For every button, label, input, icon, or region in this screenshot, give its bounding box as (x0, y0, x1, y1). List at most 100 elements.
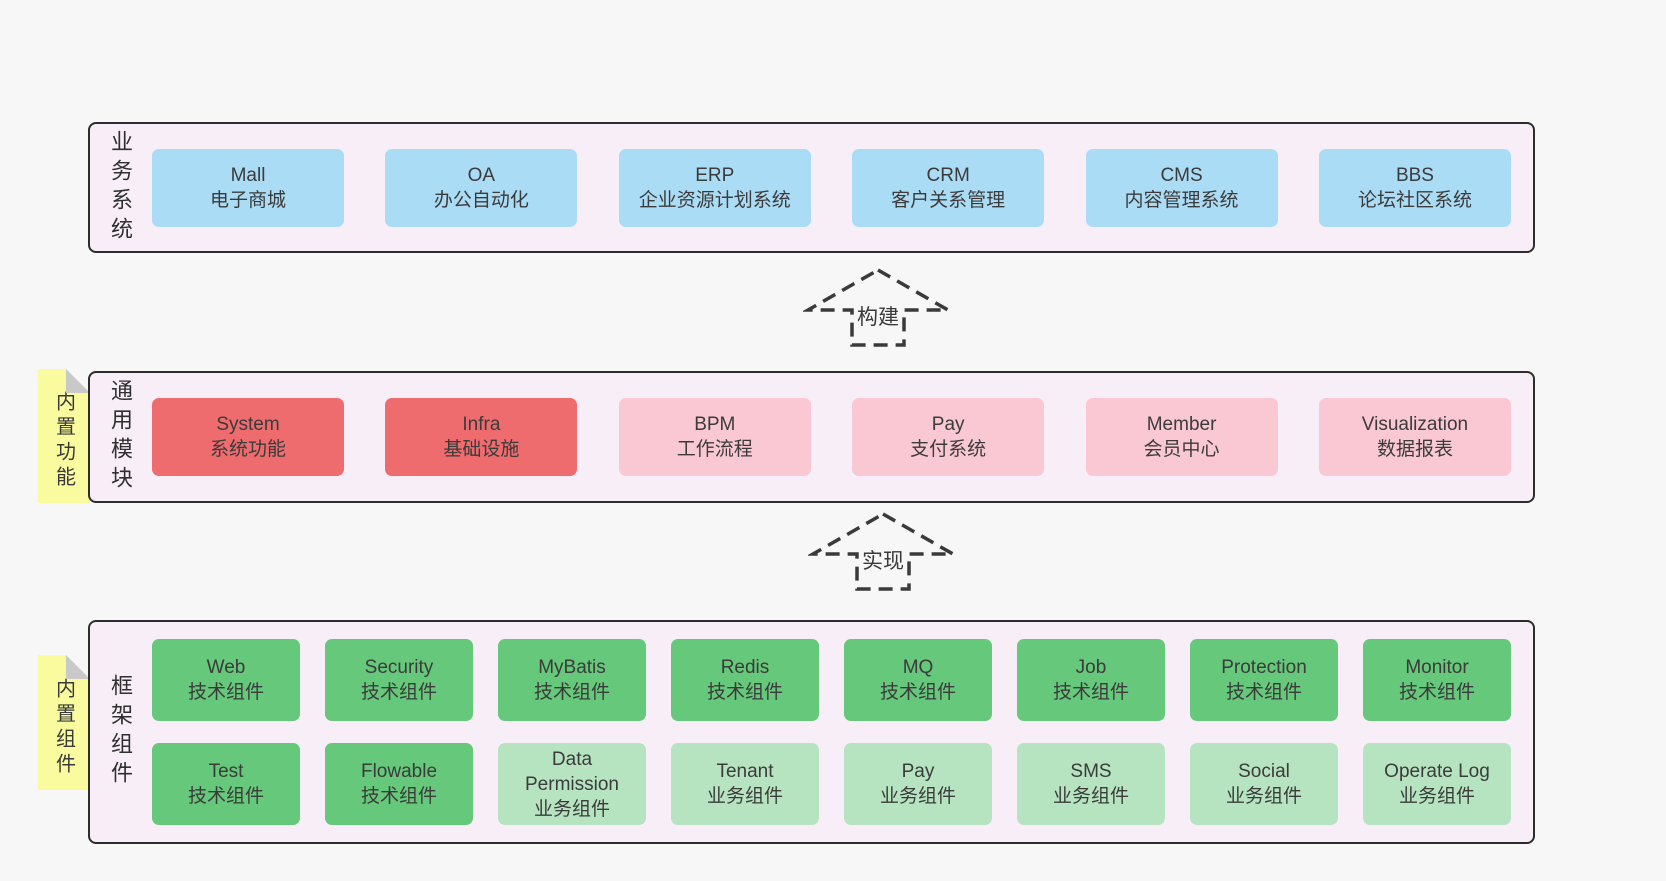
build-arrow: 构建 (803, 268, 953, 347)
box-subtitle: 技术组件 (187, 786, 264, 807)
box-monitor: Monitor 技术组件 (1363, 639, 1511, 721)
box-subtitle: 数据报表 (1376, 439, 1453, 460)
box-title: Web (206, 657, 246, 678)
box-subtitle: 技术组件 (360, 786, 437, 807)
box-sms: SMS 业务组件 (1017, 743, 1165, 825)
box-security: Security 技术组件 (325, 639, 473, 721)
box-subtitle: 技术组件 (187, 682, 264, 703)
box-subtitle: 客户关系管理 (891, 189, 1006, 211)
box-title: Member (1146, 414, 1217, 435)
box-bpm: BPM 工作流程 (618, 398, 811, 476)
box-subtitle: 业务组件 (1225, 786, 1302, 807)
box-subtitle: 技术组件 (706, 682, 783, 703)
framework-components-row-1: Web 技术组件 Security 技术组件 MyBatis 技术组件 Redi… (152, 639, 1511, 721)
box-title: SMS (1070, 761, 1112, 782)
band-label-framework-components: 框架组件 (108, 674, 133, 790)
box-cms: CMS 内容管理系统 (1085, 148, 1278, 227)
framework-components-boxes: Web 技术组件 Security 技术组件 MyBatis 技术组件 Redi… (138, 639, 1533, 825)
box-subtitle: 技术组件 (1052, 682, 1129, 703)
sticky-note-label: 内置组件 (52, 677, 75, 778)
box-crm: CRM 客户关系管理 (852, 148, 1045, 227)
box-subtitle: 技术组件 (360, 682, 437, 703)
box-title: Pay (901, 761, 935, 782)
business-systems-band: 业务系统 Mall 电子商城 OA 办公自动化 ERP 企业资源计划系统 CRM… (88, 122, 1535, 253)
box-oa: OA 办公自动化 (385, 148, 578, 227)
box-bbs: BBS 论坛社区系统 (1318, 148, 1511, 227)
framework-components-row-2: Test 技术组件 Flowable 技术组件 Data Permission … (152, 743, 1511, 825)
box-infra: Infra 基础设施 (385, 398, 578, 476)
box-web: Web 技术组件 (152, 639, 300, 721)
common-modules-boxes: System 系统功能 Infra 基础设施 BPM 工作流程 Pay 支付系统… (138, 398, 1533, 476)
box-redis: Redis 技术组件 (671, 639, 819, 721)
box-title: Redis (720, 657, 770, 678)
box-title: MQ (902, 657, 934, 678)
box-title: CMS (1160, 164, 1203, 186)
implement-arrow: 实现 (808, 512, 958, 591)
arrow-label: 构建 (857, 306, 899, 329)
box-title: System (216, 414, 280, 435)
box-subtitle: 业务组件 (533, 798, 610, 820)
box-member: Member 会员中心 (1085, 398, 1278, 476)
sticky-note-built-in-components: 内置组件 (38, 655, 90, 790)
box-title: Operate Log (1384, 761, 1490, 782)
box-title: Protection (1221, 657, 1307, 678)
box-title: Mall (230, 164, 266, 186)
box-system: System 系统功能 (152, 398, 344, 476)
box-pay-component: Pay 业务组件 (844, 743, 992, 825)
box-subtitle: 业务组件 (879, 786, 956, 807)
box-title: Data Permission (525, 748, 619, 795)
build-arrow-outline (803, 268, 953, 347)
box-mq: MQ 技术组件 (844, 639, 992, 721)
box-title: BBS (1395, 164, 1434, 186)
box-title: ERP (695, 164, 735, 186)
box-subtitle: 企业资源计划系统 (638, 189, 791, 211)
box-title: Monitor (1405, 657, 1469, 678)
box-title: Test (208, 761, 244, 782)
framework-components-band: 框架组件 Web 技术组件 Security 技术组件 MyBatis 技术组件… (88, 620, 1535, 844)
box-title: Infra (462, 414, 501, 435)
box-subtitle: 基础设施 (443, 439, 520, 460)
box-social: Social 业务组件 (1190, 743, 1338, 825)
box-subtitle: 技术组件 (879, 682, 956, 703)
box-subtitle: 论坛社区系统 (1357, 189, 1472, 211)
box-title: Tenant (716, 761, 774, 782)
box-subtitle: 内容管理系统 (1124, 189, 1239, 211)
box-operate-log: Operate Log 业务组件 (1363, 743, 1511, 825)
box-title: Security (364, 657, 434, 678)
arrow-label: 实现 (862, 550, 904, 573)
box-job: Job 技术组件 (1017, 639, 1165, 721)
box-subtitle: 办公自动化 (433, 189, 529, 211)
box-title: Pay (931, 414, 965, 435)
box-mall: Mall 电子商城 (152, 148, 344, 227)
implement-arrow-outline (808, 512, 958, 591)
box-title: CRM (926, 164, 970, 186)
box-protection: Protection 技术组件 (1190, 639, 1338, 721)
box-title: Job (1075, 657, 1107, 678)
box-flowable: Flowable 技术组件 (325, 743, 473, 825)
box-subtitle: 工作流程 (676, 439, 753, 460)
box-subtitle: 系统功能 (209, 439, 286, 460)
box-title: Flowable (360, 761, 438, 782)
box-title: Visualization (1361, 414, 1469, 435)
common-modules-band: 通用模块 System 系统功能 Infra 基础设施 BPM 工作流程 Pay… (88, 371, 1535, 503)
box-erp: ERP 企业资源计划系统 (618, 148, 811, 227)
arrow-label-backdrop (854, 302, 902, 330)
box-title: OA (467, 164, 496, 186)
box-tenant: Tenant 业务组件 (671, 743, 819, 825)
box-subtitle: 业务组件 (1398, 786, 1475, 807)
box-pay-module: Pay 支付系统 (852, 398, 1045, 476)
business-systems-boxes: Mall 电子商城 OA 办公自动化 ERP 企业资源计划系统 CRM 客户关系… (138, 148, 1533, 227)
box-subtitle: 技术组件 (1225, 682, 1302, 703)
band-label-common-modules: 通用模块 (108, 379, 133, 495)
box-test: Test 技术组件 (152, 743, 300, 825)
box-title: MyBatis (538, 657, 606, 678)
box-subtitle: 会员中心 (1143, 439, 1220, 460)
box-mybatis: MyBatis 技术组件 (498, 639, 646, 721)
box-subtitle: 业务组件 (1052, 786, 1129, 807)
arrow-label-backdrop (859, 546, 907, 574)
box-title: BPM (694, 414, 736, 435)
box-subtitle: 电子商城 (209, 189, 286, 211)
box-visualization: Visualization 数据报表 (1318, 398, 1511, 476)
sticky-note-label: 内置功能 (52, 391, 75, 491)
